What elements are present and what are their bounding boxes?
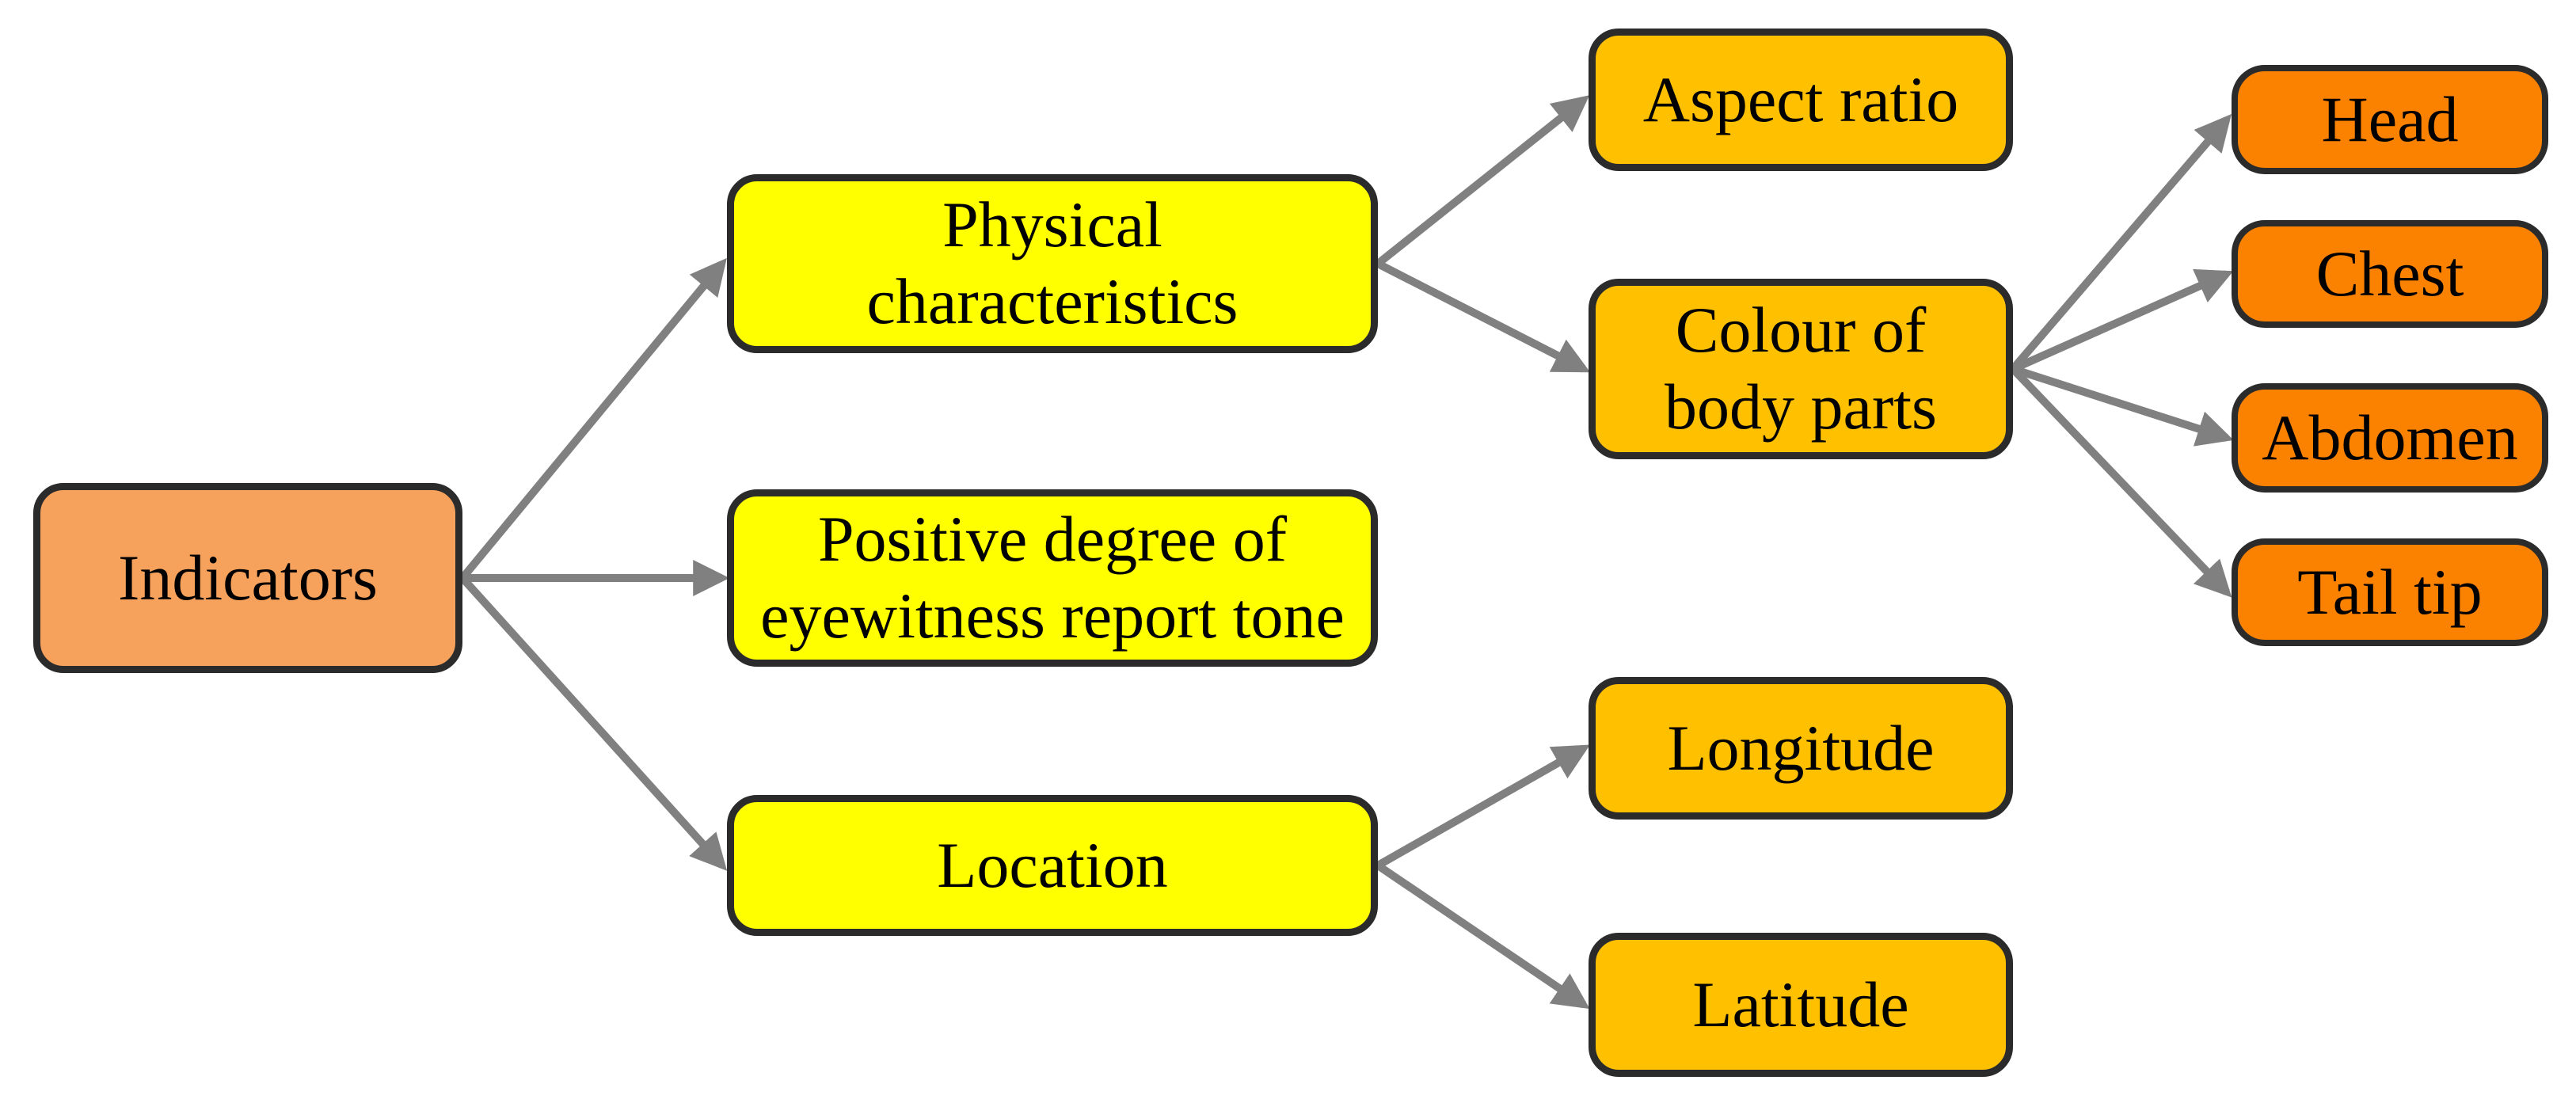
arrow-colour-to-head — [2010, 114, 2232, 372]
arrow-location-to-latitude — [1376, 861, 1590, 1010]
node-aspect-ratio-label: Aspect ratio — [1642, 63, 1959, 135]
arrow-physical-to-aspect — [1375, 95, 1590, 267]
arrow-root-to-location — [459, 575, 728, 871]
node-tail-tip-label: Tail tip — [2297, 555, 2483, 628]
node-positive-degree-of-eyewitness-report-tone: Positive degree of eyewitness report ton… — [727, 489, 1378, 667]
node-tail-tip: Tail tip — [2232, 538, 2548, 646]
node-head-label: Head — [2321, 82, 2459, 155]
node-indicators: Indicators — [33, 483, 462, 673]
node-abdomen-label: Abdomen — [2262, 401, 2518, 474]
node-location-label: Location — [937, 828, 1168, 901]
arrow-root-to-physical — [459, 257, 727, 581]
node-chest-label: Chest — [2315, 237, 2464, 310]
arrow-colour-to-tail-tip — [2010, 366, 2232, 598]
node-latitude-label: Latitude — [1692, 968, 1909, 1040]
node-chest: Chest — [2232, 220, 2548, 328]
arrow-physical-to-colour — [1376, 260, 1591, 373]
node-longitude-label: Longitude — [1667, 711, 1935, 784]
node-head: Head — [2232, 65, 2548, 174]
node-physical-characteristics: Physical characteristics — [727, 174, 1378, 353]
arrow-colour-to-chest — [2011, 268, 2234, 373]
node-latitude: Latitude — [1589, 933, 2013, 1077]
node-positive-degree-label: Positive degree of eyewitness report ton… — [760, 503, 1345, 652]
node-physical-characteristics-label: Physical characteristics — [866, 188, 1239, 337]
node-colour-of-body-parts-label: Colour of body parts — [1665, 294, 1937, 443]
node-location: Location — [727, 795, 1378, 936]
node-indicators-label: Indicators — [118, 541, 378, 614]
node-aspect-ratio: Aspect ratio — [1589, 29, 2013, 171]
node-colour-of-body-parts: Colour of body parts — [1589, 279, 2013, 459]
node-abdomen: Abdomen — [2232, 383, 2548, 493]
arrow-colour-to-abdomen — [2011, 365, 2234, 447]
arrow-location-to-longitude — [1376, 744, 1590, 869]
node-longitude: Longitude — [1589, 677, 2013, 820]
